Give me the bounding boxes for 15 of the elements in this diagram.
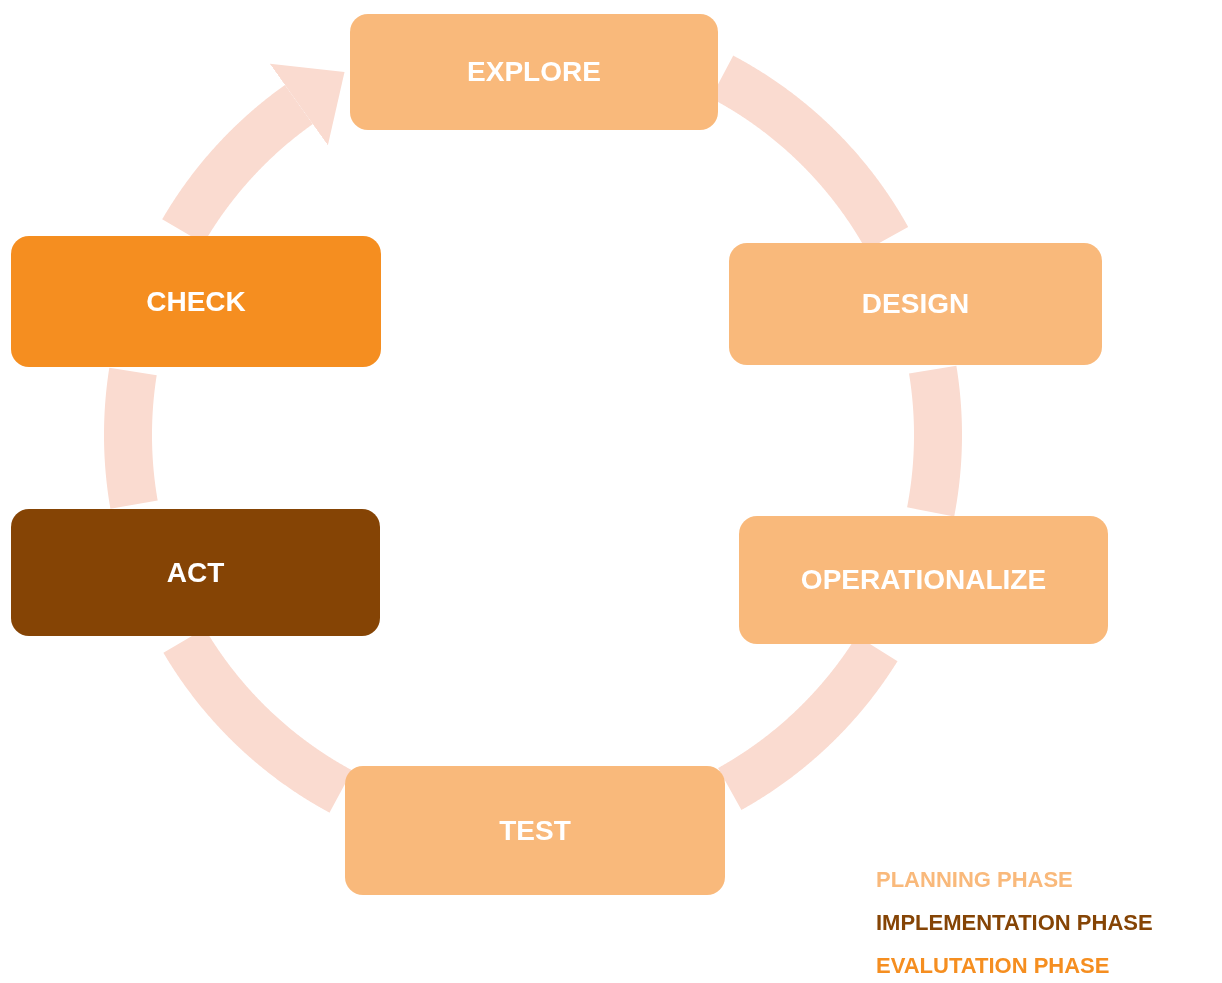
phase-box <box>739 516 1108 644</box>
phase-box <box>11 509 380 636</box>
phase-box <box>345 766 725 895</box>
legend-entry: IMPLEMENTATION PHASE <box>876 910 1153 936</box>
step-label: CHECK <box>146 285 246 318</box>
phase-box <box>729 243 1102 365</box>
step-label: OPERATIONALIZE <box>800 564 1047 596</box>
step-label: ACT <box>166 556 225 589</box>
legend-entry: PLANNING PHASE <box>876 867 1073 893</box>
phase-box <box>11 236 381 367</box>
step-label: TEST <box>499 814 571 847</box>
legend-entry: EVALUTATION PHASE <box>876 953 1110 979</box>
phase-box <box>350 14 718 130</box>
step-label: EXPLORE <box>467 56 601 88</box>
step-label: DESIGN <box>861 288 970 320</box>
